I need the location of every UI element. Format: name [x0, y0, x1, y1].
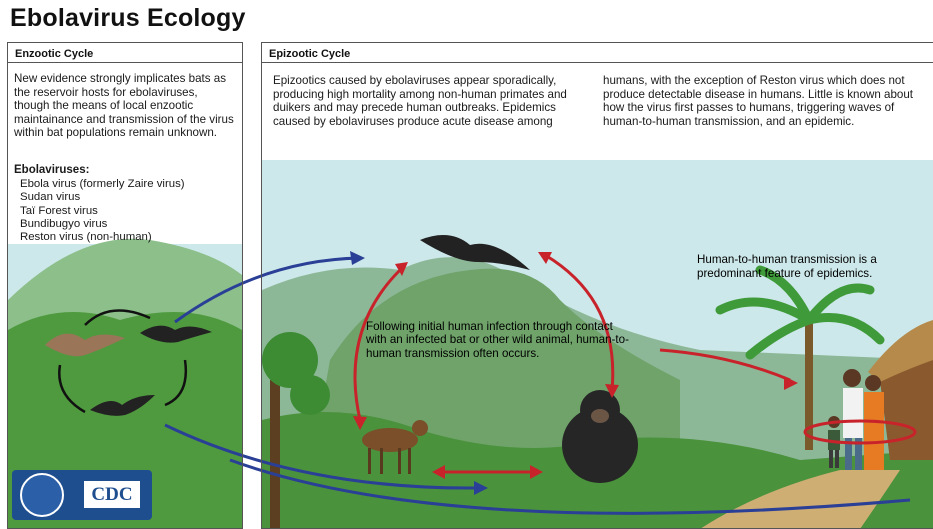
epizootic-heading: Epizootic Cycle: [262, 43, 933, 63]
list-item: Bundibugyo virus: [20, 218, 240, 231]
enzootic-heading: Enzootic Cycle: [8, 43, 242, 63]
enzootic-intro: New evidence strongly implicates bats as…: [14, 72, 236, 140]
cdc-logo: CDC: [12, 470, 152, 520]
epizootic-text-col1: Epizootics caused by ebolaviruses appear…: [273, 74, 573, 128]
ebolavirus-list-title: Ebolaviruses:: [14, 164, 89, 178]
list-item: Taï Forest virus: [20, 205, 240, 218]
page-title: Ebolavirus Ecology: [10, 4, 246, 33]
hhs-seal-icon: [20, 473, 64, 517]
epizootic-text-col2: humans, with the exception of Reston vir…: [603, 74, 923, 128]
list-item: Ebola virus (formerly Zaire virus): [20, 178, 240, 191]
cdc-logo-text: CDC: [84, 481, 140, 508]
list-item: Reston virus (non-human): [20, 231, 240, 244]
ebolavirus-list: Ebola virus (formerly Zaire virus) Sudan…: [20, 178, 240, 244]
list-item: Sudan virus: [20, 191, 240, 204]
initial-infection-annotation: Following initial human infection throug…: [366, 320, 636, 360]
human-transmission-annotation: Human-to-human transmission is a predomi…: [697, 253, 927, 281]
